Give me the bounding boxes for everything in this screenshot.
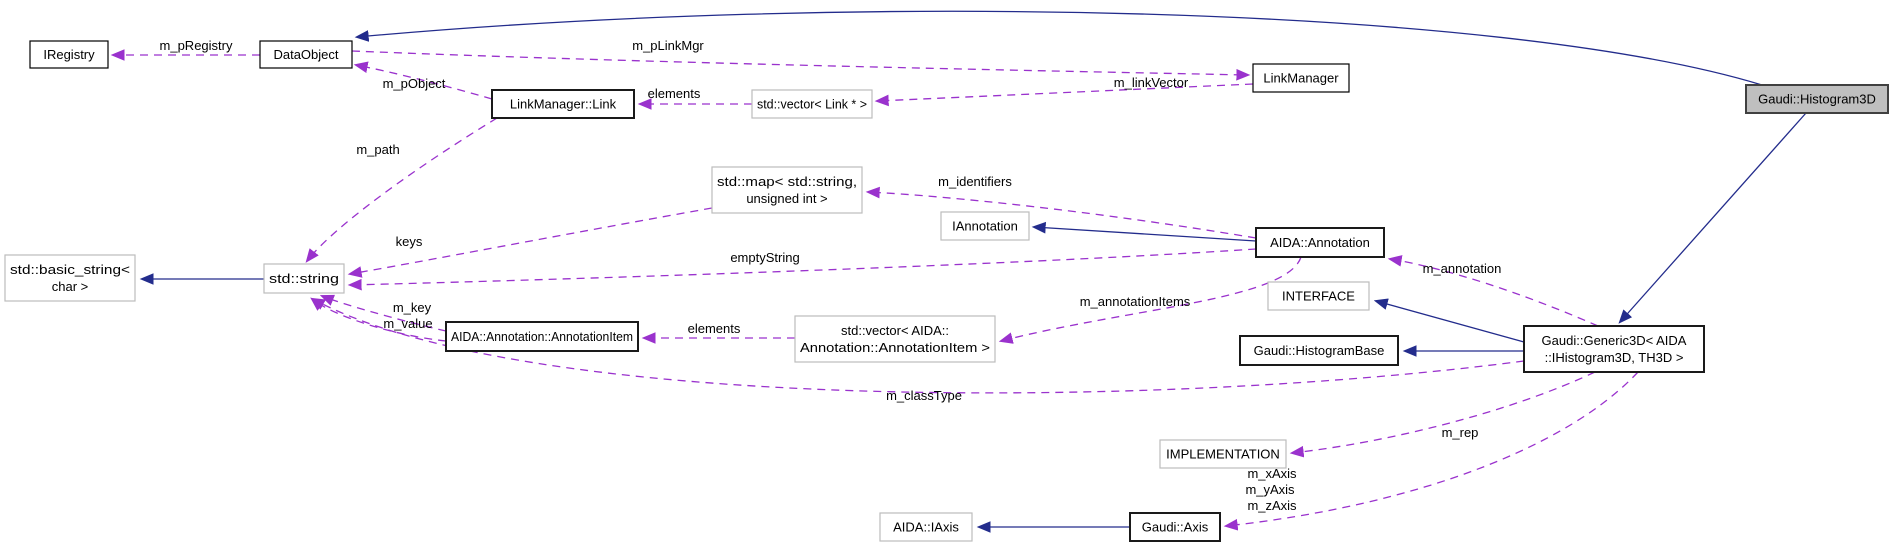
- node-interface[interactable]: INTERFACE: [1267, 281, 1370, 311]
- node-dataobject[interactable]: DataObject: [259, 40, 353, 69]
- node-box: [259, 40, 353, 69]
- edge-label-m-identifiers: m_identifiers: [938, 174, 1012, 189]
- node-label: std::string: [269, 271, 339, 286]
- edge-keys: [347, 207, 713, 278]
- node-box: [879, 512, 973, 542]
- edge-m-pLinkMgr: [351, 50, 1251, 81]
- node-label: DataObject: [273, 47, 338, 62]
- node-label: LinkManager: [1263, 71, 1339, 86]
- edge-m-path: [305, 117, 498, 263]
- node-label: IAnnotation: [952, 219, 1018, 234]
- node-label: char >: [52, 279, 89, 294]
- edge-label-m-key: m_key: [393, 300, 432, 315]
- edge-label-m-rep: m_rep: [1442, 425, 1479, 440]
- node-box: [1745, 84, 1889, 114]
- edge-label-elements-items: elements: [688, 321, 741, 336]
- edge-label-keys: keys: [396, 234, 423, 249]
- edge-histogram3d-to-dataobject: [354, 10, 1763, 86]
- edge-label-m-path: m_path: [356, 142, 399, 157]
- node-label: ::IHistogram3D, TH3D >: [1545, 350, 1684, 365]
- node-box: [263, 263, 345, 294]
- node-label: unsigned int >: [746, 191, 827, 206]
- node-label: AIDA::Annotation: [1270, 235, 1370, 250]
- node-gaudi-generic3d[interactable]: Gaudi::Generic3D< AIDA::IHistogram3D, TH…: [1523, 325, 1705, 373]
- node-label: std::vector< Link * >: [757, 97, 867, 112]
- node-vector-link-ptr[interactable]: std::vector< Link * >: [751, 89, 873, 119]
- node-box: [711, 166, 863, 214]
- edge-m-xyzAxis: [1223, 371, 1639, 531]
- node-label: IRegistry: [43, 47, 95, 62]
- node-box: [491, 89, 635, 119]
- node-box: [29, 40, 109, 69]
- edge-generic3d-to-interface: [1373, 298, 1525, 343]
- edge-m-linkVector: [874, 83, 1254, 107]
- node-gaudi-histogrambase[interactable]: Gaudi::HistogramBase: [1239, 335, 1399, 366]
- node-box: [1252, 63, 1350, 93]
- node-box: [1129, 512, 1221, 542]
- node-gaudi-histogram3d[interactable]: Gaudi::Histogram3D: [1745, 84, 1889, 114]
- edge-label-m-pLinkMgr: m_pLinkMgr: [632, 38, 704, 53]
- node-basic-string-char[interactable]: std::basic_string<char >: [4, 254, 136, 302]
- edge-label-m-pObject: m_pObject: [383, 76, 446, 91]
- edge-m-annotationItems: [998, 256, 1302, 344]
- node-box: [940, 211, 1030, 241]
- edge-m-annotation: [1387, 255, 1599, 327]
- edge-label-m-xyzAxis: m_yAxis: [1245, 482, 1295, 497]
- node-box: [1267, 281, 1370, 311]
- edge-m-rep: [1289, 371, 1596, 458]
- node-box: [751, 89, 873, 119]
- edge-label-m-pRegistry: m_pRegistry: [160, 38, 233, 53]
- node-label: std::basic_string<: [10, 262, 130, 277]
- edge-label-m-value: m_value: [383, 316, 432, 331]
- node-label: AIDA::IAxis: [893, 520, 959, 535]
- node-implementation[interactable]: IMPLEMENTATION: [1159, 439, 1287, 469]
- node-label: Annotation::AnnotationItem >: [800, 340, 990, 355]
- edge-m-identifiers: [865, 186, 1257, 239]
- node-iannotation[interactable]: IAnnotation: [940, 211, 1030, 241]
- node-map-string-uint[interactable]: std::map< std::string,unsigned int >: [711, 166, 863, 214]
- edge-emptyString: [347, 248, 1257, 291]
- node-label: std::map< std::string,: [717, 174, 857, 189]
- node-label: Gaudi::HistogramBase: [1254, 343, 1385, 358]
- node-linkmanager[interactable]: LinkManager: [1252, 63, 1350, 93]
- node-gaudi-axis[interactable]: Gaudi::Axis: [1129, 512, 1221, 542]
- node-box: [4, 254, 136, 302]
- edge-label-m-annotation: m_annotation: [1423, 261, 1502, 276]
- node-aida-iaxis[interactable]: AIDA::IAxis: [879, 512, 973, 542]
- node-aida-annotation[interactable]: AIDA::Annotation: [1255, 227, 1385, 258]
- node-linkmanager-link[interactable]: LinkManager::Link: [491, 89, 635, 119]
- node-box: [1239, 335, 1399, 366]
- edge-label-m-linkVector: m_linkVector: [1114, 75, 1189, 90]
- edge-m-pObject: [353, 61, 493, 100]
- node-box: [445, 321, 639, 352]
- edge-label-m-xyzAxis: m_xAxis: [1247, 466, 1297, 481]
- edge-label-emptyString: emptyString: [730, 250, 799, 265]
- node-box: [1159, 439, 1287, 469]
- node-label: Gaudi::Generic3D< AIDA: [1542, 333, 1687, 348]
- node-vector-annotation-item[interactable]: std::vector< AIDA::Annotation::Annotatio…: [794, 315, 996, 363]
- edge-m-classType: [310, 297, 1525, 394]
- node-label: Gaudi::Axis: [1142, 520, 1209, 535]
- node-label: Gaudi::Histogram3D: [1758, 92, 1876, 107]
- edge-annotation-to-iannotation: [1031, 221, 1257, 242]
- node-label: LinkManager::Link: [510, 97, 617, 112]
- edge-label-elements-links: elements: [648, 86, 701, 101]
- node-box: [1523, 325, 1705, 373]
- node-annotation-item[interactable]: AIDA::Annotation::AnnotationItem: [445, 321, 639, 352]
- node-label: IMPLEMENTATION: [1166, 447, 1280, 462]
- node-label: INTERFACE: [1282, 289, 1355, 304]
- edge-label-m-classType: m_classType: [886, 388, 962, 403]
- edge-m-key: [319, 294, 447, 332]
- node-iregistry[interactable]: IRegistry: [29, 40, 109, 69]
- node-label: AIDA::Annotation::AnnotationItem: [451, 329, 633, 344]
- node-std-string[interactable]: std::string: [263, 263, 345, 294]
- edge-label-m-xyzAxis: m_zAxis: [1247, 498, 1297, 513]
- node-box: [1255, 227, 1385, 258]
- node-box: [794, 315, 996, 363]
- node-label: std::vector< AIDA::: [841, 323, 949, 338]
- edge-histogram3d-to-generic3d: [1618, 112, 1807, 324]
- edge-label-m-annotationItems: m_annotationItems: [1080, 294, 1191, 309]
